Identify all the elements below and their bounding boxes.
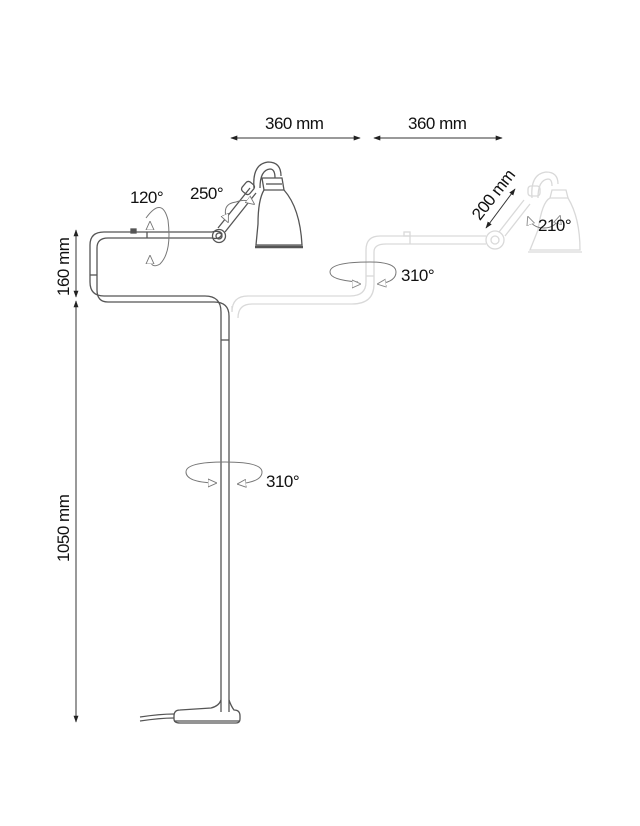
ghost-lamp-extended xyxy=(231,171,582,319)
dimension-lines xyxy=(73,135,516,723)
dim-label-height: 1050 mm xyxy=(54,494,73,562)
rotation-label-shade-joint: 120° xyxy=(130,188,164,207)
lamp-stem xyxy=(89,231,222,712)
rotation-label-ghost-head: 210° xyxy=(538,216,572,235)
rotation-label-elbow-joint: 250° xyxy=(190,184,224,203)
lamp-main xyxy=(89,161,303,724)
dim-label-top-offset: 160 mm xyxy=(54,237,73,296)
rotation-label-ghost-swivel: 310° xyxy=(401,266,435,285)
lamp-shade xyxy=(255,189,303,246)
power-cord xyxy=(139,713,175,718)
elbow-joint xyxy=(211,228,227,244)
dim-arm-short xyxy=(485,188,516,229)
switch xyxy=(130,228,137,234)
dim-label-arm-extension: 360 mm xyxy=(408,114,467,133)
rotation-indicators xyxy=(146,200,560,484)
dim-label-arm-upper: 360 mm xyxy=(265,114,324,133)
rotation-label-stem-swivel: 310° xyxy=(266,472,300,491)
lamp-base xyxy=(173,699,241,724)
